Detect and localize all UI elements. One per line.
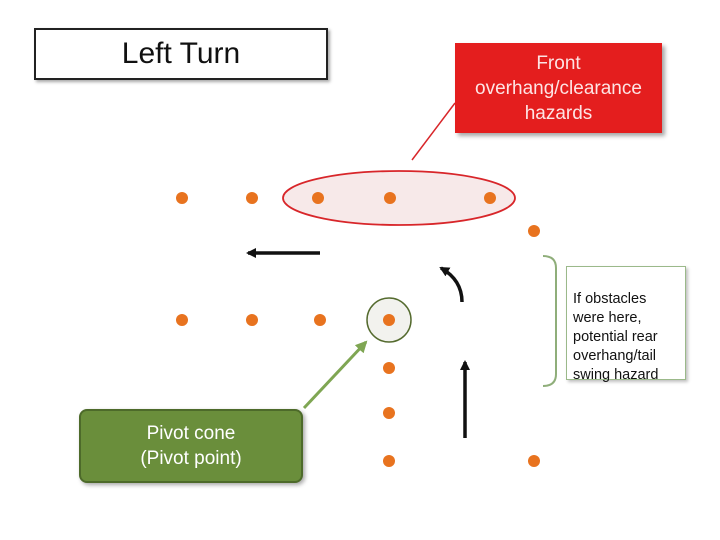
cones: [176, 192, 540, 467]
cone: [176, 314, 188, 326]
title-box: Left Turn: [34, 28, 328, 80]
cone: [383, 407, 395, 419]
cone: [383, 455, 395, 467]
pivot-pointer-arrow: [302, 340, 368, 410]
cone: [246, 314, 258, 326]
pivot-text: Pivot cone (Pivot point): [140, 423, 242, 469]
front-hazard-zone: [282, 170, 516, 226]
cone: [383, 362, 395, 374]
turning-arrow: [439, 266, 464, 303]
front-hazard-text: Front overhang/clearance hazards: [475, 52, 642, 124]
rear-hazard-callout: If obstacles were here, potential rear o…: [566, 266, 686, 383]
title-text: Left Turn: [121, 37, 241, 70]
cone: [176, 192, 188, 204]
cone: [528, 455, 540, 467]
pivot-cone: [383, 314, 395, 326]
cone: [312, 192, 324, 204]
rear-hazard-text: If obstacles were here, potential rear o…: [573, 291, 659, 383]
front-hazard-pointer: [411, 102, 456, 161]
cone: [246, 192, 258, 204]
rear-hazard-bracket: [542, 255, 557, 387]
pivot-callout: Pivot cone (Pivot point): [79, 409, 303, 483]
cone: [314, 314, 326, 326]
cone: [528, 225, 540, 237]
front-hazard-callout: Front overhang/clearance hazards: [455, 43, 662, 133]
cone: [384, 192, 396, 204]
cone: [484, 192, 496, 204]
